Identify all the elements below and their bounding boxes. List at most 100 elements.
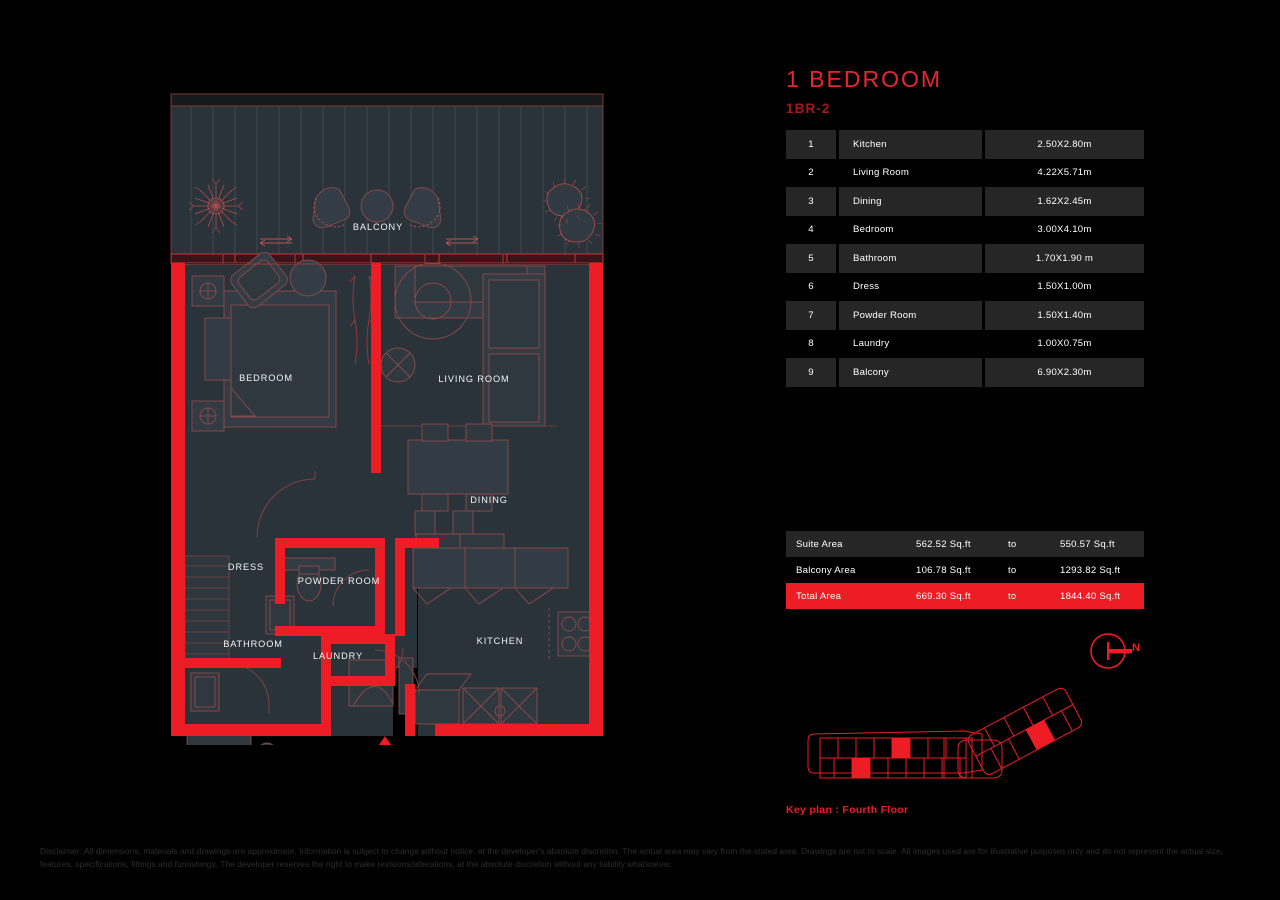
area-summary-table: Suite Area 562.52 Sq.ft to 550.57 Sq.ft … [786, 531, 1144, 609]
cell-spacer [836, 272, 839, 301]
dress-closet [184, 555, 230, 665]
cell-spacer [982, 187, 985, 216]
table-row[interactable]: 7 Powder Room 1.50X1.40m [786, 301, 1144, 330]
cell-spacer [982, 301, 985, 330]
room-name: Living Room [853, 167, 910, 179]
room-dimension: 1.62X2.45m [985, 187, 1144, 216]
table-row[interactable]: Suite Area 562.52 Sq.ft to 550.57 Sq.ft [786, 531, 1144, 557]
area-value-to: 550.57 Sq.ft [1060, 531, 1144, 557]
table-row[interactable]: 1 Kitchen 2.50X2.80m [786, 130, 1144, 159]
table-row[interactable]: 6 Dress 1.50X1.00m [786, 272, 1144, 301]
info-panel: 1 BEDROOM 1BR-2 1 Kitchen 2.50X2.80m 2 L… [786, 0, 1146, 900]
cell-spacer [836, 158, 839, 187]
table-row[interactable]: 4 Bedroom 3.00X4.10m [786, 215, 1144, 244]
area-label: Balcony Area [796, 564, 856, 576]
kitchen-furniture [412, 547, 595, 725]
cell-spacer [836, 215, 839, 244]
plan-label-powder-room: POWDER ROOM [298, 576, 380, 586]
balcony-planter-left [188, 178, 244, 234]
room-number: 5 [786, 244, 836, 273]
room-dimension: 1.70X1.90 m [985, 244, 1144, 273]
balcony-furniture [312, 187, 442, 229]
cell-spacer [982, 130, 985, 159]
room-name: Bathroom [839, 244, 982, 273]
area-value-to: 1293.82 Sq.ft [1060, 564, 1121, 576]
room-number: 3 [786, 187, 836, 216]
cell-spacer [982, 272, 985, 301]
room-dimension: 4.22X5.71m [1037, 167, 1092, 179]
key-plan-label: Key plan : Fourth Floor [786, 804, 909, 816]
structural-walls [171, 263, 603, 736]
room-dimension: 1.50X1.40m [985, 301, 1144, 330]
table-row[interactable]: 9 Balcony 6.90X2.30m [786, 358, 1144, 387]
room-number: 1 [786, 130, 836, 159]
plan-label-dress: DRESS [228, 562, 264, 572]
disclaimer-text: Disclaimer: All dimensions, materials an… [40, 846, 1224, 870]
room-number: 2 [808, 167, 814, 179]
room-dimension: 3.00X4.10m [1037, 224, 1092, 236]
living-room-furniture [378, 262, 557, 427]
balcony-railing [170, 253, 604, 264]
balcony-sliding-door-arrows [259, 235, 479, 247]
bedroom-furniture [191, 251, 337, 432]
cell-spacer [836, 244, 839, 273]
cell-spacer [982, 329, 985, 358]
cell-spacer [836, 358, 839, 387]
area-value-from: 562.52 Sq.ft [916, 531, 1008, 557]
room-name: Balcony [839, 358, 982, 387]
room-name: Laundry [853, 338, 890, 350]
cell-spacer [836, 130, 839, 159]
area-value-from: 669.30 Sq.ft [916, 583, 1008, 609]
floor-plan-drawing[interactable]: BALCONY [163, 88, 611, 745]
cell-spacer [982, 358, 985, 387]
area-value-from: 106.78 Sq.ft [916, 564, 971, 576]
table-row[interactable]: 3 Dining 1.62X2.45m [786, 187, 1144, 216]
plan-label-balcony: BALCONY [353, 222, 403, 232]
room-name: Dining [839, 187, 982, 216]
plan-label-laundry: LAUNDRY [313, 651, 363, 661]
table-row-total[interactable]: Total Area 669.30 Sq.ft to 1844.40 Sq.ft [786, 583, 1144, 609]
room-number: 6 [808, 281, 814, 293]
room-name: Dress [853, 281, 880, 293]
table-row[interactable]: 5 Bathroom 1.70X1.90 m [786, 244, 1144, 273]
room-name: Powder Room [839, 301, 982, 330]
cell-spacer [982, 215, 985, 244]
cell-spacer [836, 329, 839, 358]
area-summary-body: Suite Area 562.52 Sq.ft to 550.57 Sq.ft … [786, 531, 1144, 609]
room-number: 8 [808, 338, 814, 350]
area-label: Suite Area [786, 531, 916, 557]
rooms-schedule-table: 1 Kitchen 2.50X2.80m 2 Living Room 4.22X… [786, 130, 1144, 387]
compass-icon [1090, 633, 1132, 669]
table-row[interactable]: 2 Living Room 4.22X5.71m [786, 158, 1144, 187]
title-block: 1 BEDROOM 1BR-2 [786, 66, 1146, 117]
cell-spacer [836, 187, 839, 216]
room-dimension: 2.50X2.80m [985, 130, 1144, 159]
curtain-marks [349, 275, 375, 365]
compass-north-label: N [1132, 642, 1140, 654]
entrance-marker [379, 736, 391, 745]
unit-title: 1 BEDROOM [786, 66, 943, 92]
room-number: 7 [786, 301, 836, 330]
room-name: Bedroom [853, 224, 894, 236]
plan-label-bathroom: BATHROOM [223, 639, 283, 649]
plan-label-dining: DINING [470, 495, 508, 505]
room-dimension: 6.90X2.30m [985, 358, 1144, 387]
cell-spacer [982, 244, 985, 273]
plan-label-bedroom: BEDROOM [239, 373, 293, 383]
rooms-schedule-body: 1 Kitchen 2.50X2.80m 2 Living Room 4.22X… [786, 130, 1144, 387]
compass-rose: N [1086, 628, 1146, 676]
table-row[interactable]: 8 Laundry 1.00X0.75m [786, 329, 1144, 358]
key-plan-diagram[interactable] [800, 682, 1090, 787]
plan-label-kitchen: KITCHEN [477, 636, 524, 646]
room-dimension: 1.50X1.00m [1037, 281, 1092, 293]
cell-spacer [982, 158, 985, 187]
cell-spacer [836, 301, 839, 330]
unit-code: 1BR-2 [786, 101, 831, 116]
area-range-connector: to [1008, 564, 1017, 576]
room-dimension: 1.00X0.75m [1037, 338, 1092, 350]
table-row[interactable]: Balcony Area 106.78 Sq.ft to 1293.82 Sq.… [786, 557, 1144, 583]
area-range-connector: to [1008, 583, 1060, 609]
room-number: 4 [808, 224, 814, 236]
balcony-area: BALCONY [170, 93, 604, 255]
